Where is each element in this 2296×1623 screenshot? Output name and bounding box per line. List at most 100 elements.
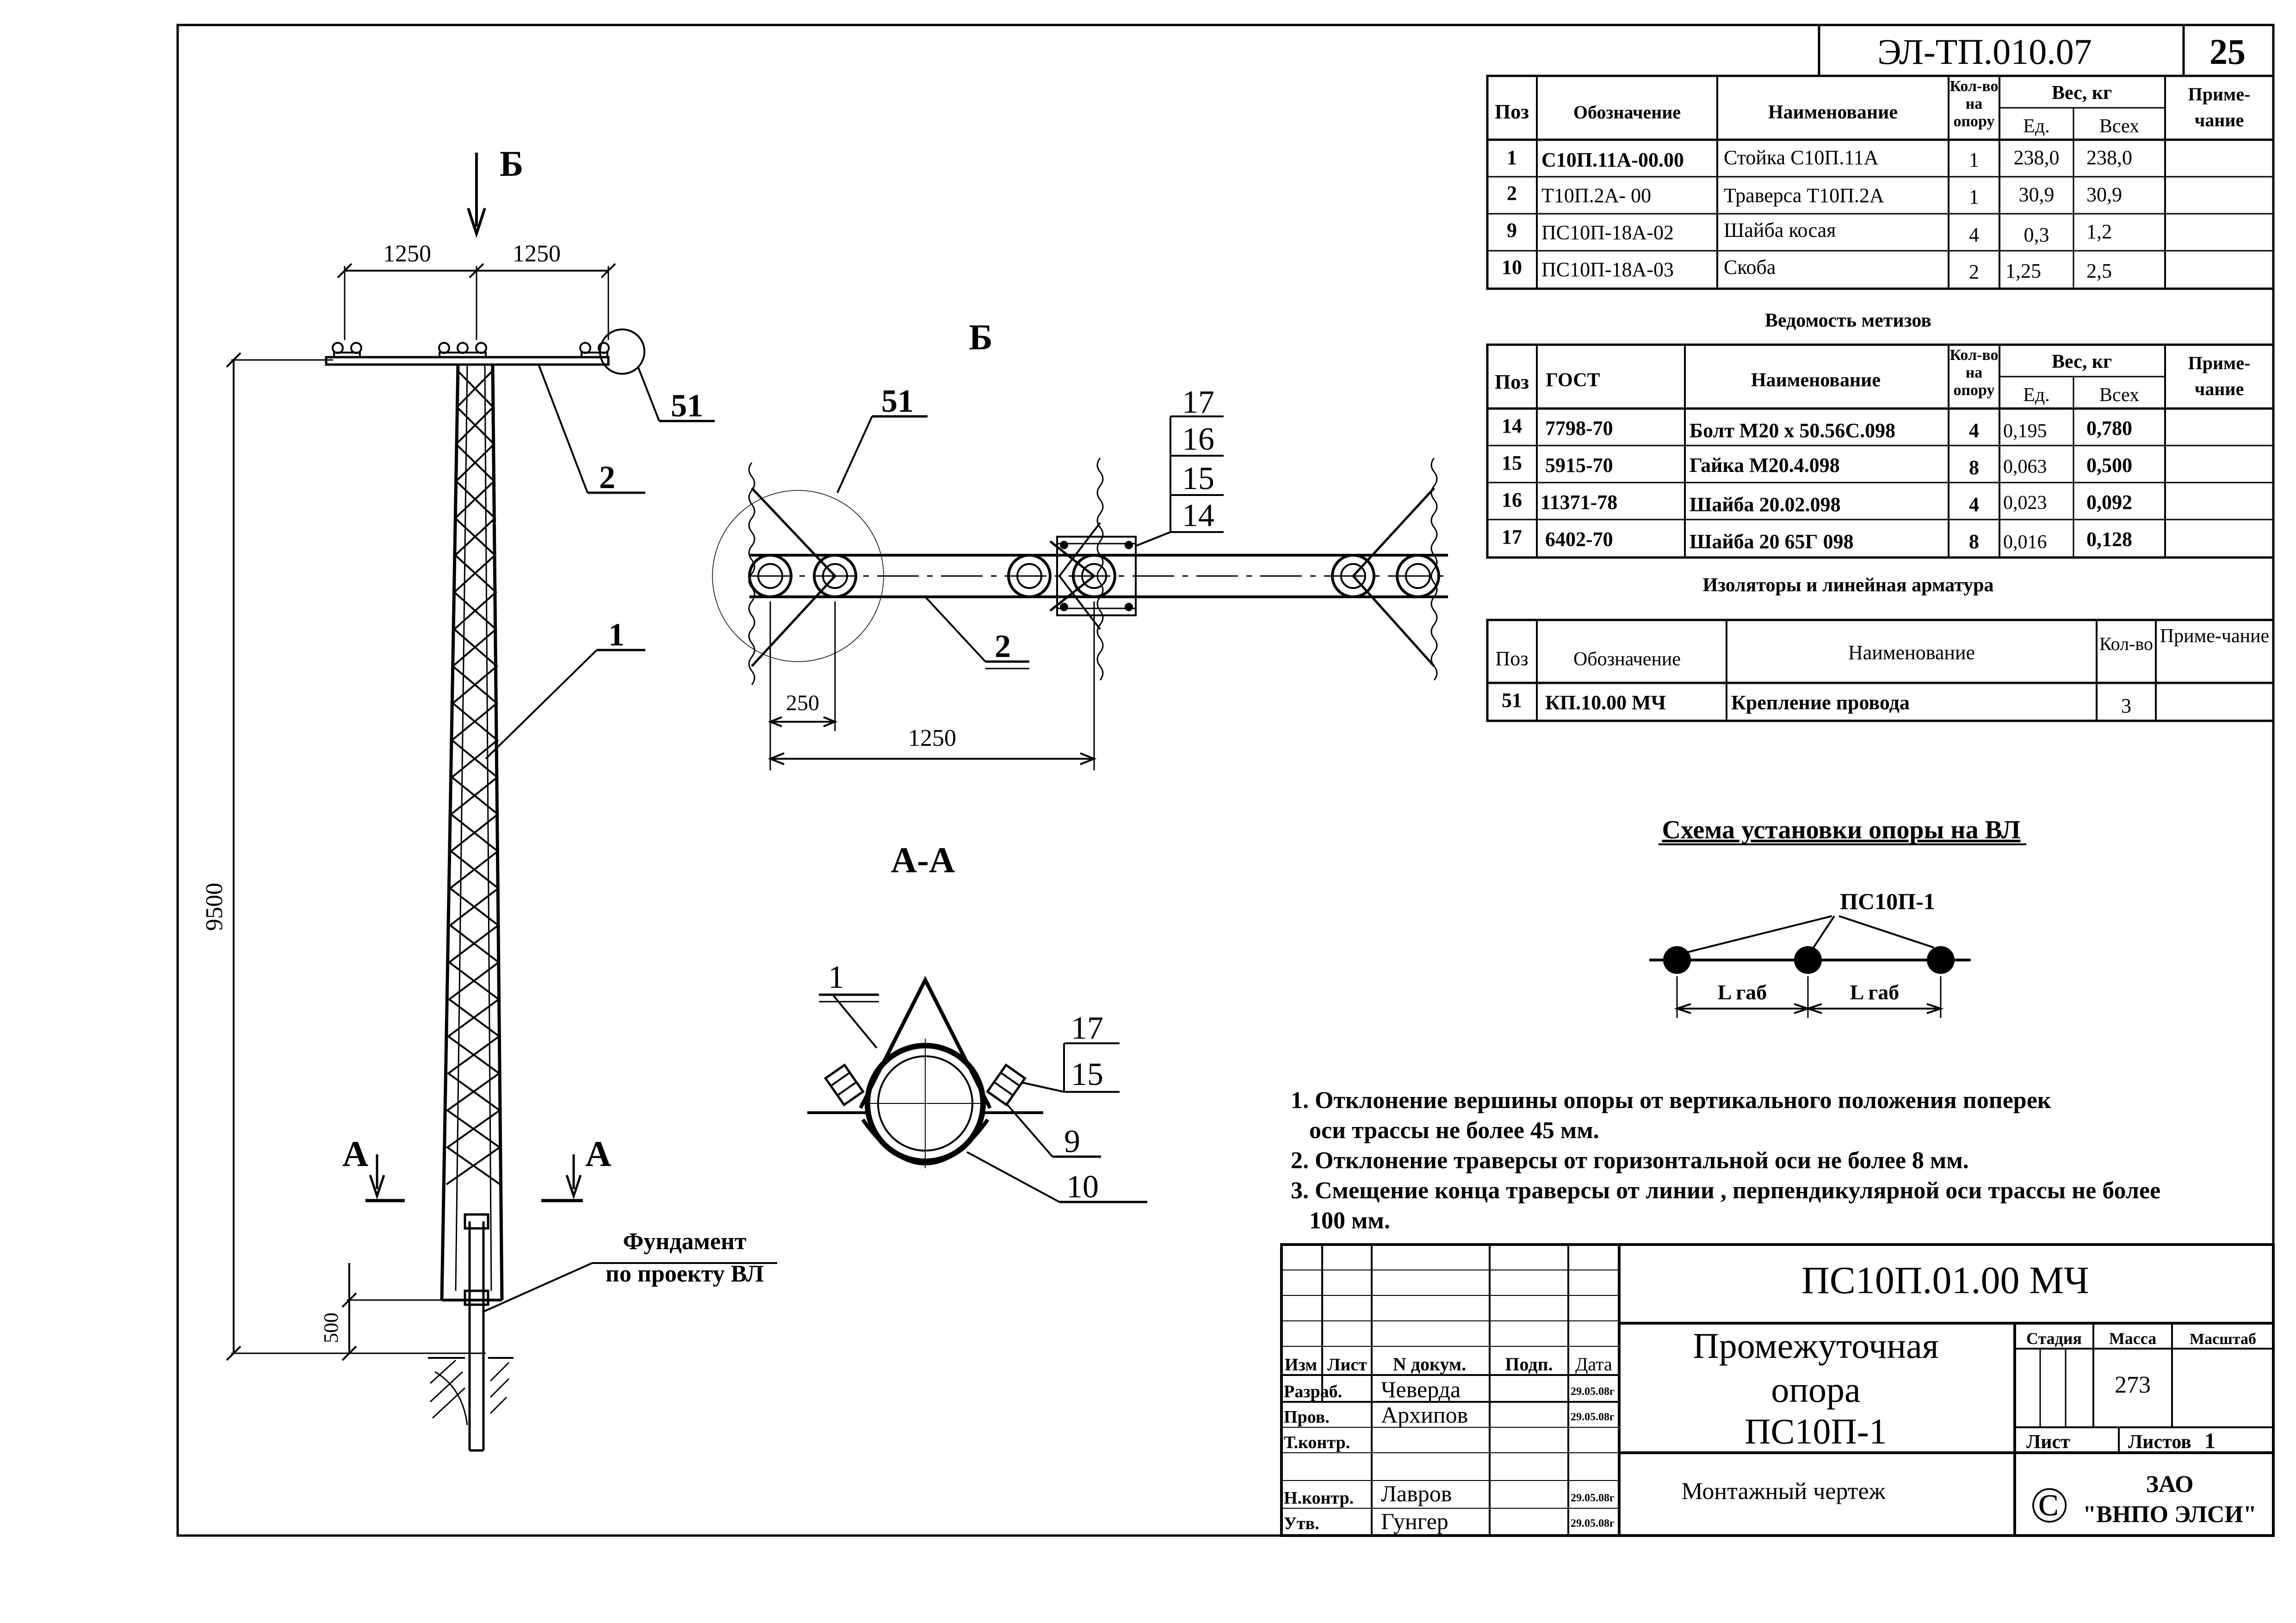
svg-text:Ед.: Ед.: [2023, 384, 2050, 406]
foundation-label-2: по проекту ВЛ: [606, 1261, 764, 1287]
svg-text:11371-78: 11371-78: [1541, 491, 1617, 514]
view-b-callout-17: 17: [1182, 384, 1214, 420]
svg-text:Стадия: Стадия: [2026, 1329, 2082, 1348]
dim-height-base: 500: [320, 1313, 342, 1343]
hardware-row-15: 15 5915-70 Гайка М20.4.098 8 0,063 0,500: [1502, 452, 2132, 479]
svg-text:КП.10.00 МЧ: КП.10.00 МЧ: [1545, 691, 1666, 714]
view-b-bolt-circles: [748, 554, 1440, 598]
note-1b: оси трассы не более 45 мм.: [1309, 1117, 1599, 1144]
elevation-section-mark: Б: [500, 143, 524, 184]
svg-text:0,3: 0,3: [2024, 223, 2049, 246]
elevation-callout-51: 51: [671, 388, 703, 424]
svg-text:Поз: Поз: [1495, 647, 1528, 670]
section-aa-callout-1: 1: [828, 960, 844, 995]
foundation-label-1: Фундамент: [623, 1228, 747, 1255]
svg-text:Т10П.2А- 00: Т10П.2А- 00: [1541, 184, 1651, 207]
svg-text:Кол-во: Кол-во: [2099, 633, 2153, 654]
svg-text:Всех: Всех: [2099, 384, 2139, 406]
svg-text:51: 51: [1502, 689, 1522, 712]
spec-table: Поз Обозначение Наименование Кол-во на о…: [1486, 74, 2275, 290]
svg-text:Ед.: Ед.: [2023, 116, 2050, 137]
note-2: 2. Отклонение траверсы от горизонтальной…: [1291, 1147, 1969, 1174]
svg-text:6402-70: 6402-70: [1545, 528, 1613, 551]
svg-text:1: 1: [1969, 149, 1979, 171]
elevation-callout-1: 1: [608, 617, 625, 653]
title-line-2: опора: [1771, 1369, 1860, 1410]
svg-text:Вес, кг: Вес, кг: [2052, 351, 2112, 372]
svg-text:0,195: 0,195: [2003, 421, 2047, 442]
hardware-table: Поз ГОСТ Наименование Кол-во на опору Ве…: [1486, 343, 2275, 559]
section-aa-callout-15: 15: [1071, 1057, 1103, 1092]
svg-text:1: 1: [1969, 186, 1979, 208]
date-norm-control: 29.05.08г: [1571, 1492, 1615, 1504]
note-3a: 3. Смещение конца траверсы от линии , пе…: [1291, 1177, 2160, 1204]
view-b-callout-2: 2: [995, 629, 1011, 664]
ground-hatching: [428, 1357, 514, 1425]
dim-left: 1250: [383, 241, 431, 267]
date-developed: 29.05.08г: [1571, 1386, 1615, 1398]
svg-text:Поз: Поз: [1495, 371, 1529, 393]
svg-text:0,063: 0,063: [2003, 456, 2047, 477]
svg-text:Обозначение: Обозначение: [1573, 102, 1681, 123]
schema-title: Схема установки опоры на ВЛ: [1662, 816, 2021, 844]
spec-row-4: 10 ПС10П-18А-03 Скоба 2 1,25 2,5: [1502, 256, 2112, 283]
schema-span-1: L габ: [1718, 980, 1767, 1004]
svg-text:4: 4: [1969, 223, 1979, 246]
sheets-value: 1: [2204, 1429, 2216, 1453]
schema-pole-2: [1794, 946, 1822, 974]
date-approved: 29.05.08г: [1571, 1518, 1615, 1530]
page-number: 25: [2209, 31, 2246, 72]
svg-text:0,128: 0,128: [2086, 528, 2132, 551]
hardware-table-title: Ведомость метизов: [1765, 310, 1931, 331]
svg-text:Скоба: Скоба: [1724, 256, 1776, 279]
svg-text:5915-70: 5915-70: [1545, 454, 1613, 477]
doc-type: Монтажный чертеж: [1681, 1478, 1886, 1505]
schema-span-2: L габ: [1850, 980, 1900, 1004]
name-checked: Архипов: [1381, 1402, 1468, 1428]
svg-text:Обозначение: Обозначение: [1573, 649, 1681, 670]
svg-text:Болт М20 х 50.56С.098: Болт М20 х 50.56С.098: [1690, 419, 1895, 442]
svg-text:Лист: Лист: [1327, 1355, 1367, 1375]
spec-row-1: 1 С10П.11А-00.00 Стойка С10П.11А 1 238,0…: [1507, 146, 2132, 171]
svg-text:Масштаб: Масштаб: [2190, 1331, 2256, 1348]
svg-text:7798-70: 7798-70: [1545, 417, 1613, 440]
installation-schema: Схема установки опоры на ВЛ ПС10П-1 L га…: [1649, 816, 2026, 1018]
svg-text:Листов: Листов: [2128, 1431, 2191, 1453]
view-b-callout-14: 14: [1182, 498, 1214, 533]
svg-text:ГОСТ: ГОСТ: [1546, 370, 1600, 391]
lattice-pole: [440, 364, 504, 1452]
svg-text:4: 4: [1969, 419, 1979, 442]
svg-text:Дата: Дата: [1575, 1354, 1612, 1375]
dim-right: 1250: [513, 241, 561, 267]
svg-text:ПС10П-18А-03: ПС10П-18А-03: [1541, 258, 1674, 281]
section-a-right: А: [585, 1134, 611, 1174]
hardware-row-17: 17 6402-70 Шайба 20 65Г 098 8 0,016 0,12…: [1502, 526, 2132, 553]
svg-text:Наименование: Наименование: [1751, 370, 1881, 391]
svg-text:15: 15: [1502, 452, 1522, 474]
svg-text:Лист: Лист: [2026, 1431, 2070, 1453]
note-1a: 1. Отклонение вершины опоры от вертикаль…: [1291, 1087, 2051, 1114]
section-a-left: А: [342, 1134, 368, 1174]
svg-text:0,023: 0,023: [2003, 492, 2047, 514]
svg-text:Наименование: Наименование: [1848, 641, 1975, 664]
spec-row-3: 9 ПС10П-18А-02 Шайба косая 4 0,3 1,2: [1507, 219, 2112, 246]
mass-value: 273: [2115, 1372, 2151, 1398]
title-block: ПС10П.01.00 МЧ Промежуточная опора ПС10П…: [1280, 1243, 2275, 1537]
svg-text:8: 8: [1969, 530, 1979, 553]
svg-text:N докум.: N докум.: [1393, 1354, 1466, 1375]
svg-text:ПС10П-18А-02: ПС10П-18А-02: [1541, 221, 1674, 244]
role-norm-control: Н.контр.: [1284, 1488, 1354, 1508]
section-aa-callout-17: 17: [1071, 1010, 1103, 1046]
svg-text:Гайка М20.4.098: Гайка М20.4.098: [1690, 454, 1840, 477]
schema-pole-3: [1927, 946, 1955, 974]
section-aa-title: А-А: [891, 840, 955, 880]
role-developed: Разраб.: [1284, 1382, 1342, 1401]
svg-text:0,780: 0,780: [2086, 417, 2132, 440]
view-b-dim-large: 1250: [908, 725, 956, 751]
svg-text:Траверса Т10П.2А: Траверса Т10П.2А: [1724, 184, 1884, 207]
company-line-1: ЗАО: [2146, 1471, 2194, 1498]
section-aa-callout-10: 10: [1066, 1169, 1099, 1205]
note-3b: 100 мм.: [1309, 1208, 1390, 1234]
view-b-title: Б: [969, 317, 993, 357]
svg-text:Вес, кг: Вес, кг: [2052, 82, 2112, 104]
